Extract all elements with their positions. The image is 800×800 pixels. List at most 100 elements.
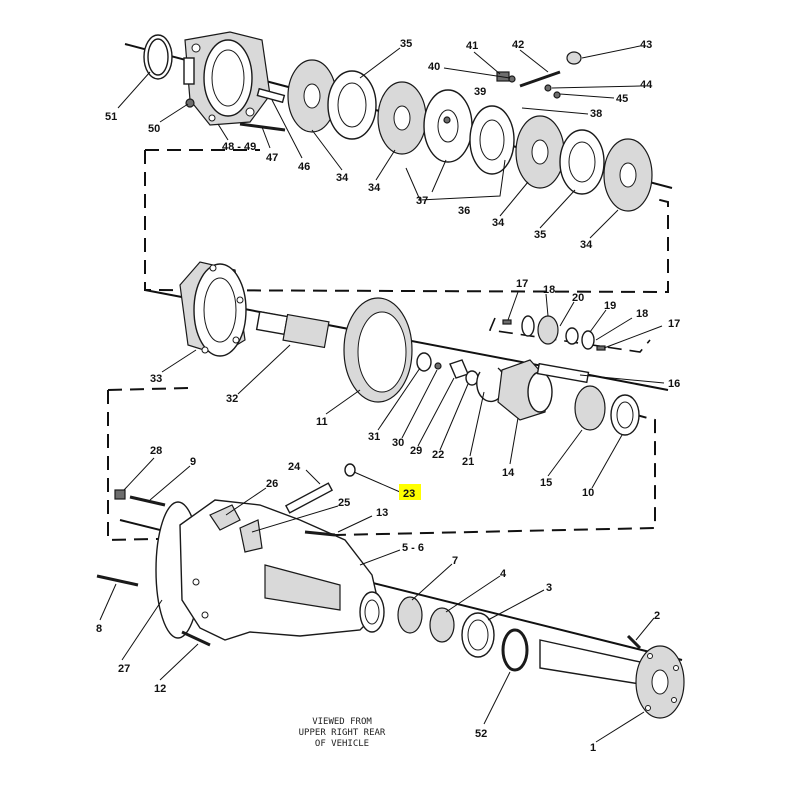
callout-labels: 51 50 48 - 49 47 46 35 34 34 41 42 43 40… [96, 38, 680, 754]
leader-lines [99, 45, 665, 743]
callout-28: 28 [150, 445, 162, 457]
part-26-lever [209, 504, 241, 531]
callout-48-49: 48 - 49 [222, 141, 256, 153]
callout-9: 9 [190, 456, 196, 468]
part-45-fitting [553, 91, 561, 99]
part-42-screw [519, 70, 561, 88]
callout-43: 43 [640, 39, 652, 51]
callout-14: 14 [502, 467, 515, 479]
callout-46: 46 [298, 161, 310, 173]
callout-38: 38 [590, 108, 602, 120]
callout-11: 11 [316, 416, 328, 428]
callout-30: 30 [392, 437, 404, 449]
callout-31: 31 [368, 431, 380, 443]
part-7-bearing [397, 596, 423, 634]
callout-35-bottom: 35 [534, 229, 546, 241]
part-46-pin [256, 87, 286, 104]
callout-34-a: 34 [336, 172, 349, 184]
caption-line-2: UPPER RIGHT REAR [299, 728, 386, 738]
callout-20: 20 [572, 292, 584, 304]
callout-45: 45 [616, 93, 628, 105]
callout-44: 44 [640, 79, 653, 91]
callout-42: 42 [512, 39, 524, 51]
part-40-washer [508, 75, 516, 83]
callout-3: 3 [546, 582, 552, 594]
callout-25: 25 [338, 497, 350, 509]
part-30-nut [434, 362, 442, 370]
part-12-bolt [181, 630, 211, 647]
callout-50: 50 [148, 123, 160, 135]
part-50-plug [185, 98, 195, 108]
callout-10: 10 [582, 487, 594, 499]
callout-13: 13 [376, 507, 388, 519]
callout-17-a: 17 [516, 278, 528, 290]
callout-41: 41 [466, 40, 478, 52]
part-25-lever [239, 519, 263, 553]
callout-40: 40 [428, 61, 440, 73]
callout-21: 21 [462, 456, 474, 468]
part-15-gear [574, 385, 606, 431]
callout-47: 47 [266, 152, 278, 164]
callout-2: 2 [654, 610, 660, 622]
part-29-plate [449, 359, 469, 379]
part-31-washer [416, 352, 432, 372]
part-51-oring-inner [147, 38, 169, 76]
callout-7: 7 [452, 555, 458, 567]
callout-39: 39 [474, 86, 486, 98]
callout-26: 26 [266, 478, 278, 490]
callout-29: 29 [410, 445, 422, 457]
housing-group [96, 463, 685, 719]
callout-19: 19 [604, 300, 616, 312]
callout-37: 37 [416, 195, 428, 207]
frame-upper [144, 150, 669, 294]
caption-line-3: OF VEHICLE [315, 739, 369, 749]
callout-51: 51 [105, 111, 117, 123]
part-14-carrier [497, 359, 590, 421]
frame-middle-top [107, 387, 191, 391]
callout-1: 1 [590, 742, 596, 754]
part-5-6-housing [179, 499, 385, 641]
part-28-nut [114, 489, 126, 500]
part-48-49-housing [183, 31, 271, 126]
part-23-washer [344, 463, 356, 477]
callout-34-d: 34 [580, 239, 593, 251]
callout-4: 4 [500, 568, 507, 580]
part-1-axle-shaft [539, 639, 685, 719]
callout-35-top: 35 [400, 38, 412, 50]
part-4-cone [429, 607, 455, 643]
callout-24: 24 [288, 461, 301, 473]
part-13-bolt [304, 530, 336, 537]
part-43-cap [566, 51, 582, 65]
callout-8: 8 [96, 623, 102, 635]
planetary-group [144, 261, 669, 436]
callout-36: 36 [458, 205, 470, 217]
callout-16: 16 [668, 378, 680, 390]
part-32-shaft [255, 310, 330, 349]
callout-32: 32 [226, 393, 238, 405]
part-2-stud [626, 634, 642, 650]
callout-17-b: 17 [668, 318, 680, 330]
callout-5-6: 5 - 6 [402, 542, 424, 554]
part-17-20-pinion-set [488, 315, 651, 353]
part-33-hub [179, 261, 247, 357]
callout-52: 52 [475, 728, 487, 740]
callout-27: 27 [118, 663, 130, 675]
callout-12: 12 [154, 683, 166, 695]
callout-15: 15 [540, 477, 552, 489]
part-44-fitting [544, 84, 552, 92]
callout-18-b: 18 [636, 308, 648, 320]
callout-18-a: 18 [543, 284, 555, 296]
part-8-stud [96, 574, 139, 587]
callout-23[interactable]: 23 [403, 488, 415, 500]
callout-22: 22 [432, 449, 444, 461]
view-caption: VIEWED FROM UPPER RIGHT REAR OF VEHICLE [299, 717, 386, 749]
callout-34-c: 34 [492, 217, 505, 229]
brake-pack-group [124, 31, 673, 212]
part-52-seal [501, 628, 529, 672]
caption-line-1: VIEWED FROM [312, 717, 372, 727]
part-24-pin [284, 482, 334, 514]
part-9-stud [129, 495, 166, 507]
callout-33: 33 [150, 373, 162, 385]
